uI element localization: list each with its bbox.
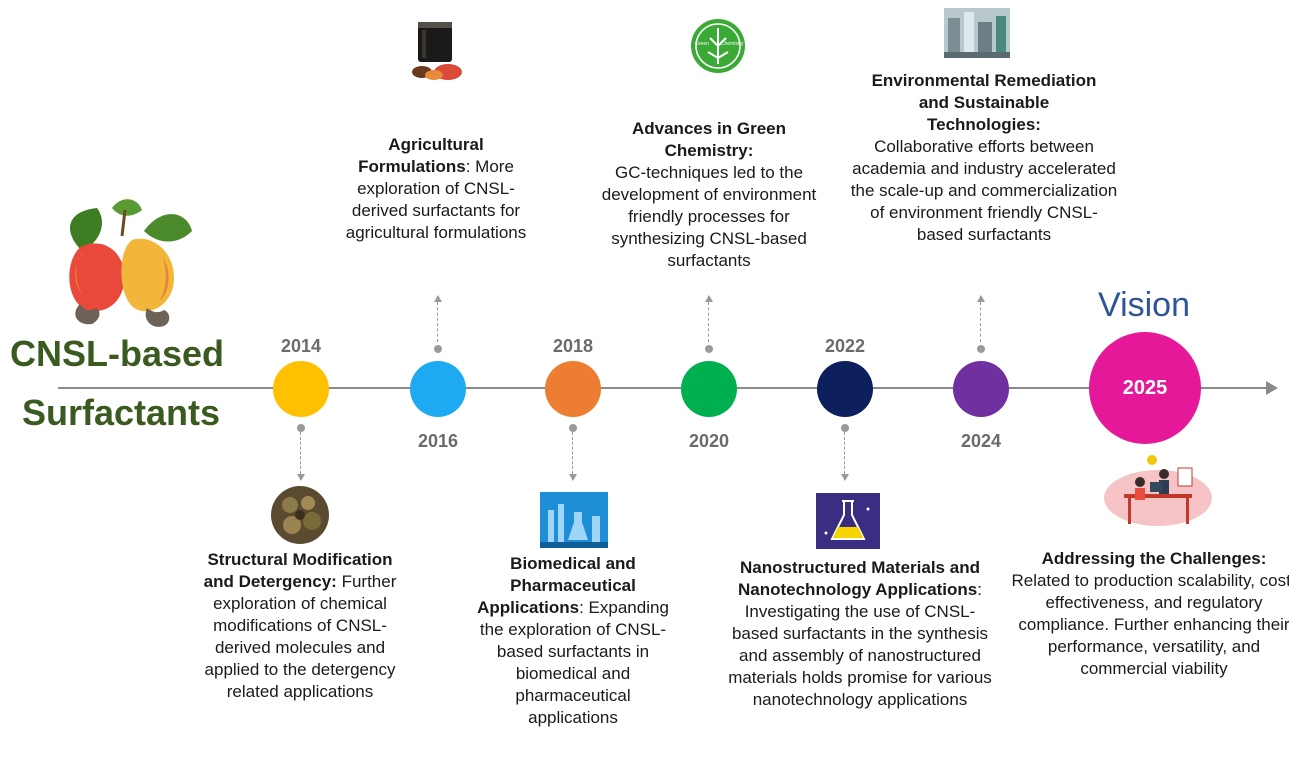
milestone-text-2025: Addressing the Challenges: Related to pr… <box>1010 548 1289 680</box>
milestone-title-2025: Addressing the Challenges: <box>1041 549 1267 568</box>
milestone-node-2014 <box>273 361 329 417</box>
milestone-text-2016: Agricultural Formulations: More explorat… <box>336 134 536 244</box>
connector-line-2024 <box>980 302 981 342</box>
connector-arrow-2020 <box>705 295 713 302</box>
milestone-node-2022 <box>817 361 873 417</box>
green-chemistry-logo-text-left: Green <box>695 41 709 47</box>
connector-arrow-2016 <box>434 295 442 302</box>
milestone-title-2016: Agricultural Formulations <box>358 135 484 176</box>
milestone-body-2018: : Expanding the exploration of CNSL-base… <box>479 598 669 727</box>
cnsl-liquid-jar-icon <box>412 22 462 80</box>
cashew-nut-shells-icon <box>271 486 329 544</box>
milestone-node-2024 <box>953 361 1009 417</box>
connector-arrow-2024 <box>977 295 985 302</box>
connector-dot-2016 <box>434 345 442 353</box>
connector-dot-2014 <box>297 424 305 432</box>
milestone-node-2016 <box>410 361 466 417</box>
connector-line-2022 <box>844 432 845 474</box>
timeline-axis <box>58 387 1268 389</box>
year-label-2025: 2025 <box>1122 376 1168 399</box>
green-chemistry-logo-text-right: Chemistry <box>721 41 744 47</box>
year-label-2020: 2020 <box>688 431 730 451</box>
diagram-title-line2: Surfactants <box>22 392 221 433</box>
milestone-body-2024: Collaborative efforts between academia a… <box>850 137 1118 244</box>
milestone-node-2025: 2025 <box>1089 332 1201 444</box>
year-label-2014: 2014 <box>280 336 322 356</box>
milestone-text-2024: Environmental Remediation and Sustainabl… <box>848 70 1120 246</box>
year-label-2018: 2018 <box>552 336 594 356</box>
milestone-node-2020 <box>681 361 737 417</box>
year-label-2024: 2024 <box>960 431 1002 451</box>
team-collaboration-icon <box>1104 455 1212 526</box>
diagram-title-line1: CNSL-based <box>10 333 225 374</box>
flask-icon <box>816 493 880 549</box>
milestone-text-2020: Advances in Green Chemistry: GC-techniqu… <box>585 118 833 272</box>
milestone-body-2025: Related to production scalability, cost-… <box>1011 571 1289 678</box>
milestone-text-2022: Nanostructured Materials and Nanotechnol… <box>726 557 994 711</box>
connector-dot-2018 <box>569 424 577 432</box>
connector-line-2016 <box>437 302 438 342</box>
year-label-2016: 2016 <box>417 431 459 451</box>
milestone-text-2018: Biomedical and Pharmaceutical Applicatio… <box>473 553 673 729</box>
milestone-title-2018: Biomedical and Pharmaceutical Applicatio… <box>477 554 636 617</box>
milestone-body-2016: : More exploration of CNSL-derived surfa… <box>345 157 527 242</box>
vision-label: Vision <box>1098 286 1190 324</box>
milestone-body-2014: Further exploration of chemical modifica… <box>204 572 397 701</box>
timeline-arrowhead <box>1266 381 1278 395</box>
connector-arrow-2018 <box>569 474 577 481</box>
connector-line-2020 <box>708 302 709 342</box>
milestone-text-2014: Structural Modification and Detergency: … <box>197 549 403 703</box>
year-label-2022: 2022 <box>824 336 866 356</box>
connector-dot-2022 <box>841 424 849 432</box>
connector-dot-2024 <box>977 345 985 353</box>
milestone-body-2022: : Investigating the use of CNSL-based su… <box>728 580 992 709</box>
milestone-title-2024: Environmental Remediation and Sustainabl… <box>871 71 1097 134</box>
milestone-node-2018 <box>545 361 601 417</box>
cashew-fruit-icon <box>69 199 192 327</box>
connector-arrow-2014 <box>297 474 305 481</box>
connector-arrow-2022 <box>841 474 849 481</box>
connector-line-2018 <box>572 432 573 474</box>
connector-dot-2020 <box>705 345 713 353</box>
milestone-body-2020: GC-techniques led to the development of … <box>601 163 817 270</box>
connector-line-2014 <box>300 432 301 474</box>
green-chemistry-logo-icon: Green Chemistry <box>690 18 746 74</box>
milestone-title-2014: Structural Modification and Detergency: <box>203 550 393 591</box>
industrial-plant-icon <box>944 8 1010 58</box>
lab-glassware-icon <box>540 492 608 548</box>
milestone-title-2022: Nanostructured Materials and Nanotechnol… <box>737 558 980 599</box>
milestone-title-2020: Advances in Green Chemistry: <box>631 119 786 160</box>
